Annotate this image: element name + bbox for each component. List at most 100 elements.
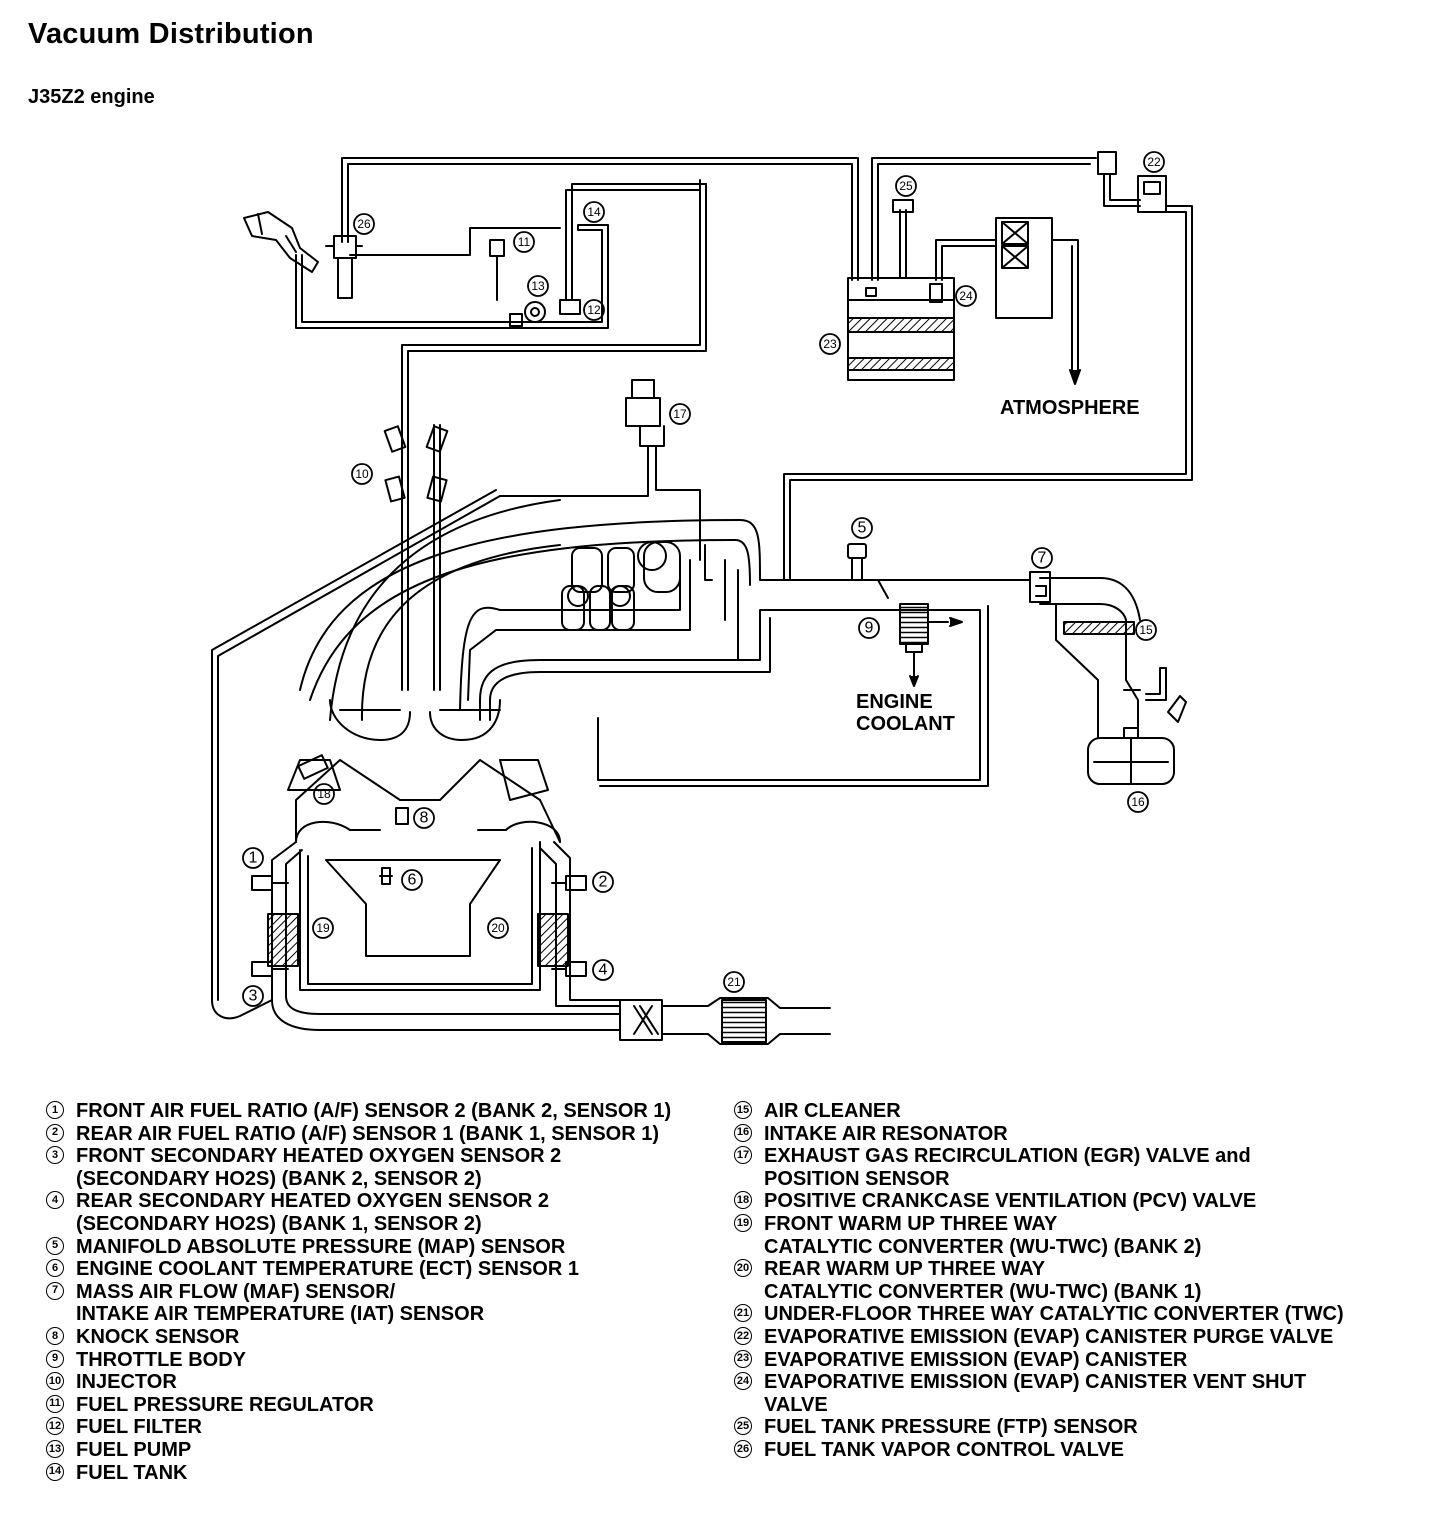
legend-number: 6 bbox=[46, 1259, 64, 1278]
evap-canister-purge-valve bbox=[1137, 175, 1167, 213]
svg-text:7: 7 bbox=[1038, 550, 1047, 567]
legend-number: 20 bbox=[734, 1259, 752, 1278]
svg-text:25: 25 bbox=[899, 179, 913, 193]
legend-number: 21 bbox=[734, 1304, 752, 1323]
svg-text:9: 9 bbox=[865, 620, 874, 637]
callout-1: 1 bbox=[242, 847, 264, 869]
svg-text:18: 18 bbox=[317, 787, 331, 801]
injectors bbox=[383, 425, 449, 503]
legend-text: FUEL TANK bbox=[76, 1461, 188, 1484]
svg-text:13: 13 bbox=[531, 279, 545, 293]
callout-25: 25 bbox=[895, 175, 917, 197]
legend-item: 14 FUEL TANK bbox=[46, 1462, 736, 1485]
legend-number: 14 bbox=[46, 1462, 64, 1481]
legend-text: FUEL PUMP bbox=[76, 1438, 192, 1461]
secondary-ho2s-3 bbox=[251, 961, 289, 977]
callout-4: 4 bbox=[592, 959, 614, 981]
svg-text:5: 5 bbox=[858, 520, 867, 537]
svg-text:12: 12 bbox=[587, 303, 601, 317]
callout-24: 24 bbox=[955, 285, 977, 307]
legend-number: 23 bbox=[734, 1349, 752, 1368]
variable-intake-chambers bbox=[561, 541, 681, 631]
svg-text:8: 8 bbox=[420, 810, 429, 827]
legend-number: 22 bbox=[734, 1326, 752, 1345]
intake-duct bbox=[597, 579, 1031, 787]
air-fuel-sensor-2 bbox=[551, 875, 587, 891]
pcv-valve bbox=[297, 754, 329, 780]
engine-coolant-label-1: ENGINE bbox=[856, 691, 933, 713]
air-fuel-sensor-1 bbox=[251, 875, 289, 891]
legend-number: 25 bbox=[734, 1417, 752, 1436]
fuel-tank-vapor-control-valve bbox=[325, 235, 363, 299]
svg-text:20: 20 bbox=[491, 921, 505, 935]
fuel-filter bbox=[559, 299, 581, 315]
intake-runner-right bbox=[459, 559, 691, 711]
egr-valve bbox=[625, 379, 665, 447]
engine-coolant-label-2: COOLANT bbox=[856, 713, 955, 735]
legend-text: POSITIVE CRANKCASE VENTILATION (PCV) VAL… bbox=[764, 1190, 1257, 1213]
legend-text: CATALYTIC CONVERTER (WU-TWC) (BANK 1) bbox=[764, 1280, 1202, 1303]
legend-text: AIR CLEANER bbox=[764, 1100, 901, 1122]
fuel-pressure-regulator bbox=[489, 239, 505, 301]
legend-text: EVAPORATIVE EMISSION (EVAP) CANISTER bbox=[764, 1348, 1188, 1371]
callout-3: 3 bbox=[242, 985, 264, 1007]
callout-14: 14 bbox=[583, 201, 605, 223]
injector-rail-right bbox=[433, 424, 441, 691]
secondary-ho2s-4 bbox=[551, 961, 587, 977]
legend-text: POSITION SENSOR bbox=[764, 1167, 950, 1190]
legend-number: 16 bbox=[734, 1123, 752, 1142]
legend-number: 7 bbox=[46, 1281, 64, 1300]
fuel-vent-riser bbox=[401, 183, 707, 426]
underfloor-twc bbox=[721, 999, 767, 1043]
intake-runner-inner2 bbox=[360, 544, 561, 721]
callout-22: 22 bbox=[1143, 151, 1165, 173]
legend-text: INJECTOR bbox=[76, 1371, 177, 1394]
pcv-hose bbox=[211, 489, 501, 1001]
callout-17: 17 bbox=[669, 403, 691, 425]
engine-block bbox=[287, 699, 561, 957]
maf-sensor bbox=[1029, 571, 1051, 603]
legend-text: FUEL TANK VAPOR CONTROL VALVE bbox=[764, 1438, 1125, 1461]
map-sensor bbox=[847, 543, 867, 581]
callouts: 1 2 3 4 5 6 7 8 9 10 11 12 13 14 15 16 1… bbox=[242, 151, 1165, 1007]
svg-text:14: 14 bbox=[587, 205, 601, 219]
legend-item: 25 FUEL TANK PRESSURE (FTP) SENSOR bbox=[734, 1416, 1424, 1439]
intake-runner-inner bbox=[329, 499, 561, 721]
legend-text: FRONT SECONDARY HEATED OXYGEN SENSOR 2 bbox=[76, 1145, 562, 1168]
legend-item: 26 FUEL TANK VAPOR CONTROL VALVE bbox=[734, 1439, 1424, 1462]
legend-text: REAR SECONDARY HEATED OXYGEN SENSOR 2 bbox=[76, 1190, 550, 1213]
top-vapor-hose-inner bbox=[347, 163, 853, 281]
egr-pipe bbox=[499, 445, 701, 561]
legend-text: FUEL TANK PRESSURE (FTP) SENSOR bbox=[764, 1416, 1138, 1439]
legend-number: 11 bbox=[46, 1394, 64, 1413]
legend-text: ENGINE COOLANT TEMPERATURE (ECT) SENSOR … bbox=[76, 1258, 579, 1281]
fuel-line-left bbox=[349, 227, 561, 256]
legend-number: 19 bbox=[734, 1213, 752, 1232]
front-wu-twc bbox=[267, 913, 299, 967]
legend-number: 9 bbox=[46, 1349, 64, 1368]
svg-text:2: 2 bbox=[599, 874, 608, 891]
callout-16: 16 bbox=[1127, 791, 1149, 813]
svg-text:10: 10 bbox=[355, 467, 369, 481]
injector-rail-left bbox=[401, 424, 409, 691]
svg-text:26: 26 bbox=[357, 217, 371, 231]
svg-text:21: 21 bbox=[727, 975, 741, 989]
legend-number: 26 bbox=[734, 1439, 752, 1458]
intake-runner-outer2 bbox=[309, 539, 751, 701]
top-vapor-hose bbox=[341, 157, 859, 281]
svg-text:16: 16 bbox=[1131, 795, 1145, 809]
legend-number: 12 bbox=[46, 1417, 64, 1436]
